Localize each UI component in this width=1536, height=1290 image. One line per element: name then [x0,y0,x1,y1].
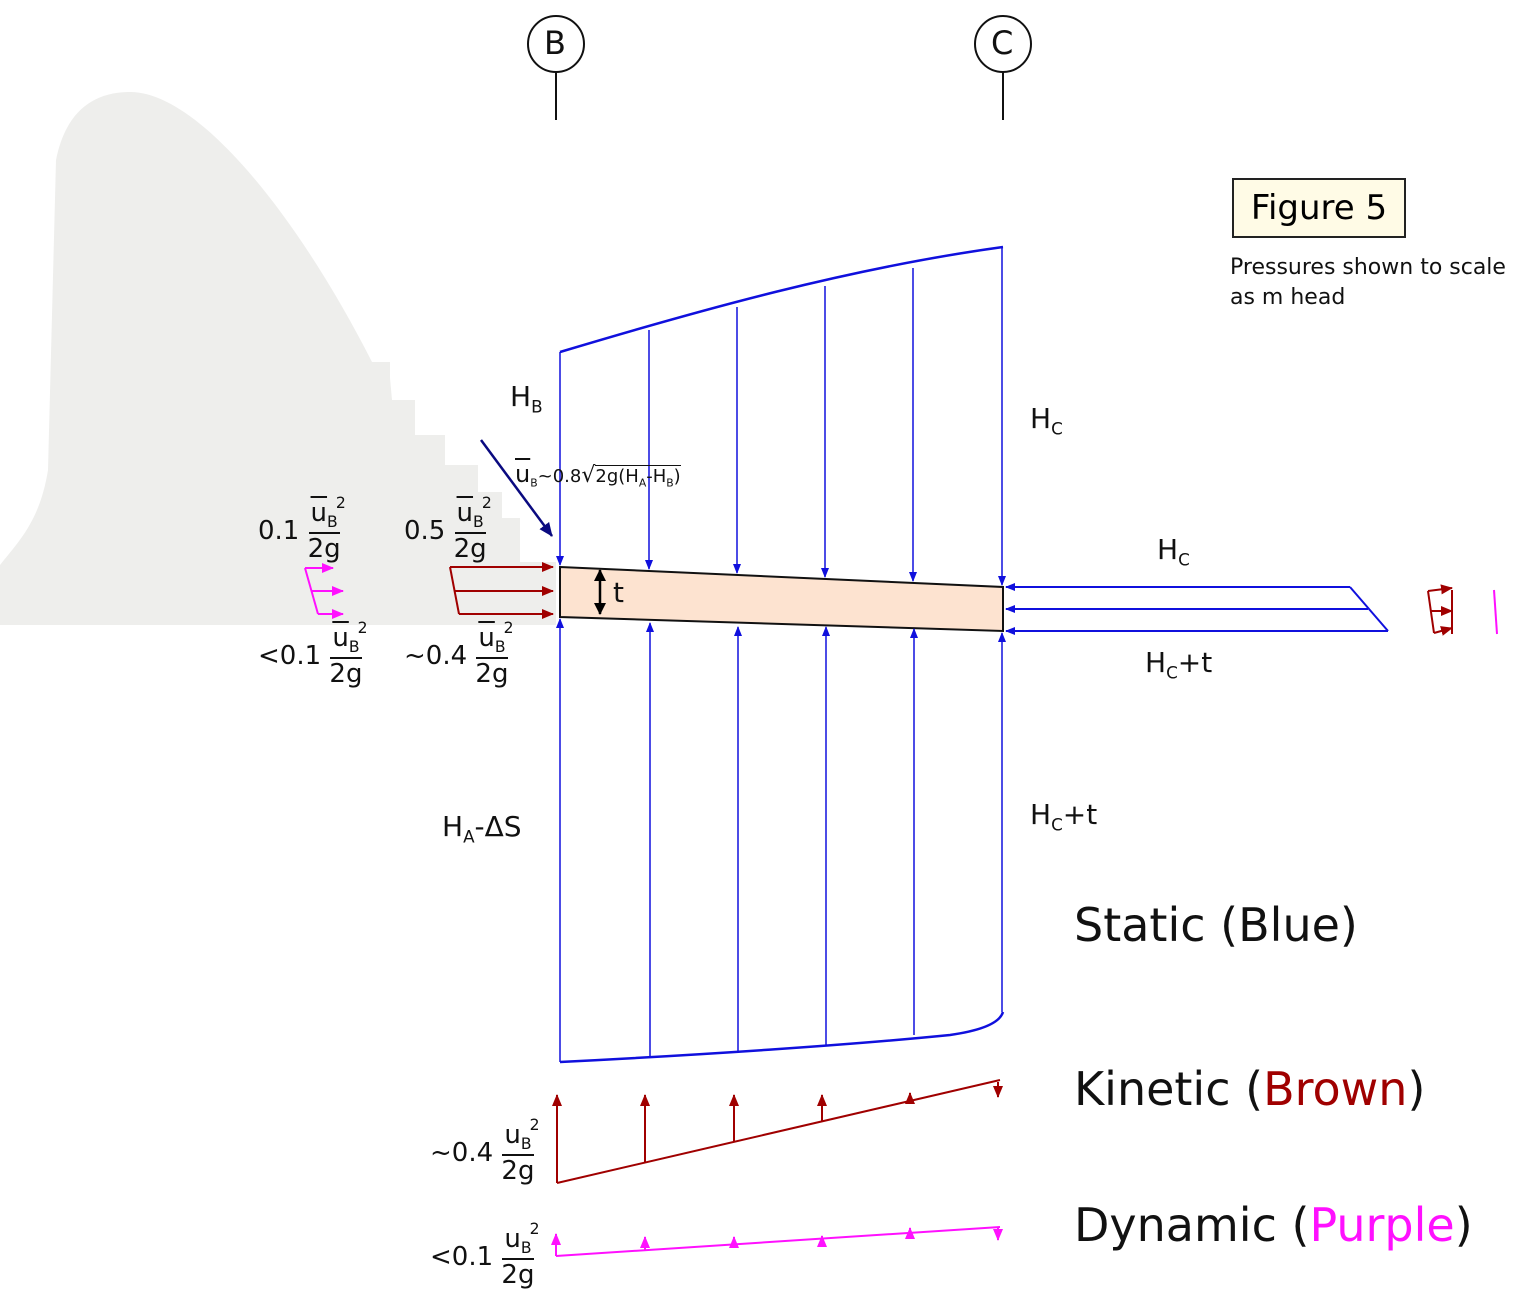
dynamic-downstream-line [1493,589,1498,635]
label-hct-right: HC+t [1145,646,1213,683]
static-top-arrows [556,247,1006,586]
label-hct-low: HC+t [1030,798,1098,835]
kinetic-upstream-arrows [449,562,554,619]
velocity-arrow [479,439,554,537]
figure-note-line1: Pressures shown to scale [1230,255,1506,280]
dynamic-upstream-arrows [304,563,344,619]
label-thickness: t [613,576,624,609]
section-b-label: B [544,24,566,62]
kinetic-bottom-distribution [552,1079,1003,1184]
static-right-arrows [1005,583,1389,635]
legend-kinetic: Kinetic (Brown) [1074,1062,1426,1116]
static-bottom-envelope [559,1011,1005,1064]
label-hc-right: HC [1157,533,1190,570]
figure-title: Figure 5 [1232,178,1406,238]
static-bottom-arrows [556,618,1006,1062]
dam-shape [0,92,556,625]
section-c-label: C [991,24,1014,62]
figure-note-line2: as m head [1230,285,1346,310]
label-hb: HB [510,380,543,417]
static-top-envelope [559,245,1004,354]
legend-static: Static (Blue) [1074,898,1358,952]
dynamic-bottom-distribution [551,1226,1003,1257]
kinetic-downstream-arrows [1427,584,1453,636]
legend-dynamic: Dynamic (Purple) [1074,1198,1473,1252]
label-hc-top: HC [1030,402,1063,439]
slab [559,565,1004,633]
velocity-formula: uB~0.8√2g(HA-HB) [515,460,681,490]
label-ha: HA-ΔS [442,810,522,847]
